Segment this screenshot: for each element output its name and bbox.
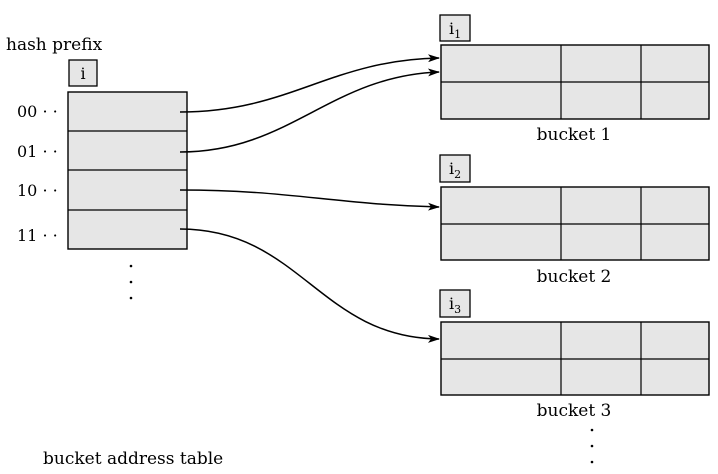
table-row-prefix-01: 01 · · (17, 142, 58, 161)
bucket-3-caption: bucket 3 (537, 401, 612, 421)
bucket-continuation-dots (590, 428, 594, 464)
global-depth-box: i (68, 59, 98, 87)
bucket-2-depth-box (439, 154, 471, 183)
pointer-arrow-10-to-bucket-2 (179, 189, 440, 211)
global-depth-label: i (80, 64, 85, 83)
pointer-arrow-11-to-bucket-3 (179, 228, 440, 343)
hash-prefix-label: hash prefix (6, 35, 103, 55)
pointer-arrow-01-to-bucket-1 (179, 68, 440, 153)
bucket-1-depth-box (439, 14, 471, 42)
table-continuation-dots (129, 264, 133, 300)
bucket-address-table (67, 91, 188, 250)
bucket-1-depth-label: i1 (449, 19, 461, 41)
pointer-arrow-00-to-bucket-1 (179, 54, 440, 113)
bucket-3-depth-label: i3 (449, 294, 461, 316)
table-row-prefix-11: 11 · · (17, 226, 58, 245)
bucket-2-caption: bucket 2 (537, 267, 612, 287)
bucket-3: i3 bucket 3 (439, 289, 710, 421)
bucket-2-depth-label: i2 (449, 159, 461, 181)
bucket-1-caption: bucket 1 (537, 125, 612, 145)
table-row-prefix-00: 00 · · (17, 102, 58, 121)
bucket-2: i2 bucket 2 (439, 154, 710, 287)
bucket-3-depth-box (439, 289, 471, 318)
bucket-1: i1 bucket 1 (439, 14, 710, 145)
pointer-arrows (179, 54, 440, 343)
table-row-prefix-10: 10 · · (17, 181, 58, 200)
table-caption: bucket address table (43, 449, 223, 469)
